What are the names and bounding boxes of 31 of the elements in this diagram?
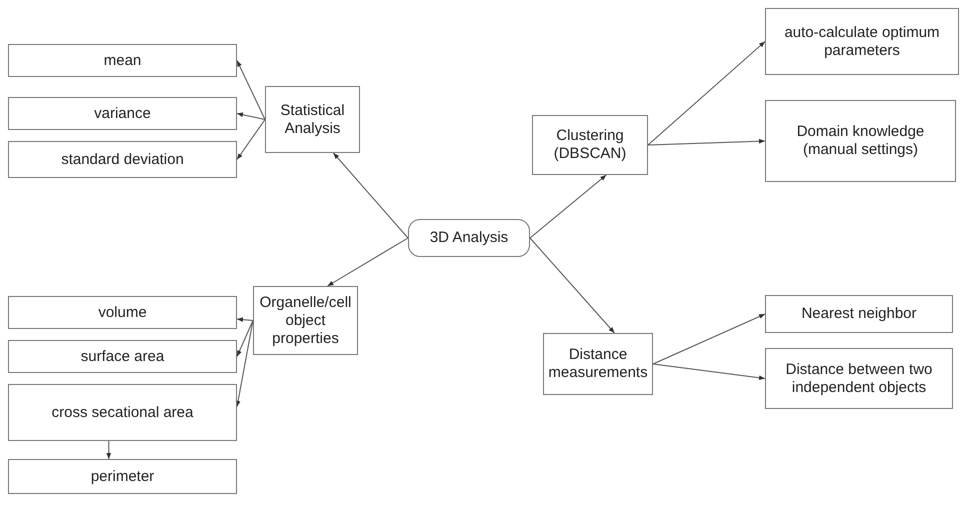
arrow — [236, 119, 266, 160]
arrow — [648, 41, 766, 146]
arrow — [530, 174, 607, 238]
arrow — [648, 138, 766, 146]
topic-box: Clustering (DBSCAN) — [532, 115, 648, 175]
topic-box: Distance measurements — [543, 333, 653, 395]
arrow — [236, 112, 266, 120]
topic-box: surface area — [8, 340, 237, 373]
topic-box: cross secational area — [8, 384, 237, 441]
arrow — [652, 314, 766, 364]
arrow — [236, 320, 254, 357]
arrow — [332, 152, 408, 238]
arrow — [236, 317, 254, 322]
arrow — [652, 364, 766, 380]
topic-box: variance — [8, 97, 237, 130]
arrow — [106, 440, 112, 460]
topic-box: Distance between two independent objects — [765, 348, 953, 409]
topic-box: Organelle/cell object properties — [253, 286, 358, 355]
topic-box: perimeter — [8, 459, 237, 494]
topic-box: standard deviation — [8, 141, 237, 178]
arrow — [530, 238, 615, 334]
topic-box: mean — [8, 44, 237, 77]
arrow — [327, 238, 408, 286]
topic-box: Domain knowledge (manual settings) — [765, 100, 956, 182]
topic-box: Nearest neighbor — [765, 295, 953, 333]
topic-box: Statistical Analysis — [265, 86, 360, 153]
topic-box: volume — [8, 296, 237, 329]
arrow — [236, 320, 254, 408]
arrow — [236, 60, 266, 120]
topic-box: auto-calculate optimum parameters — [765, 8, 959, 75]
central-topic-box: 3D Analysis — [408, 219, 530, 257]
